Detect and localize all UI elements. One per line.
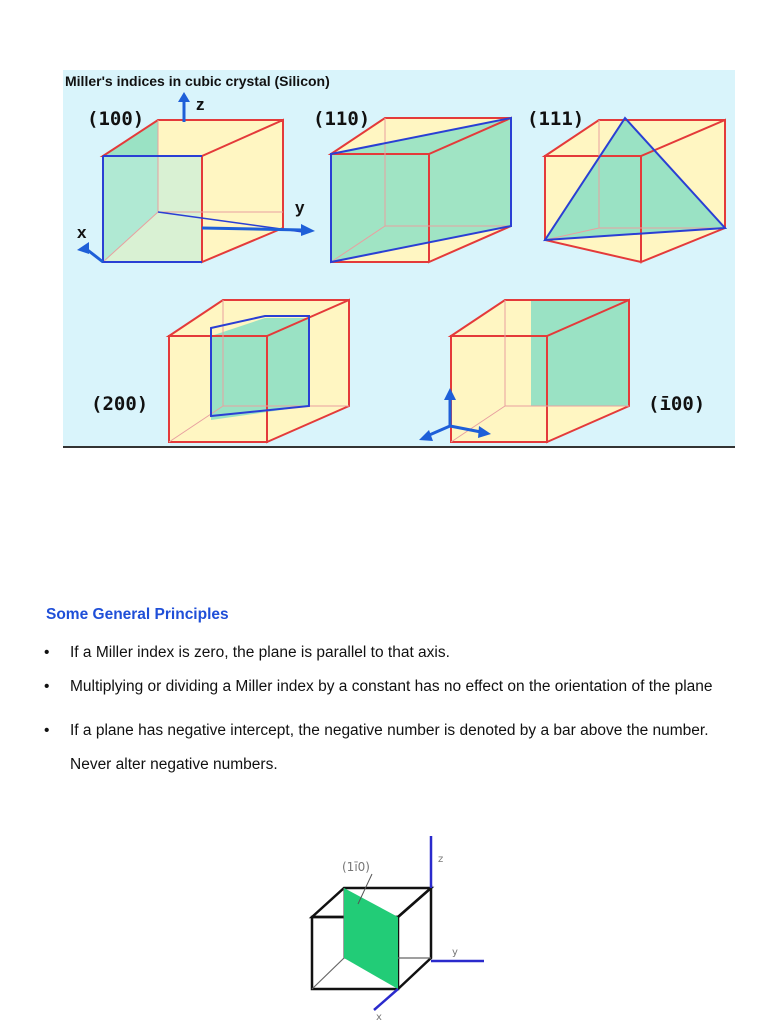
plane-111 [545,118,725,240]
axis-y-label: y [295,198,305,217]
cube-200 [165,298,350,444]
x-axis [373,988,399,1011]
cube-110 [327,116,512,264]
label-100: (100) [87,108,144,130]
arrow-left-icon [419,430,433,441]
principles-list: If a Miller index is zero, the plane is … [44,636,744,782]
label-110: (110) [313,108,370,130]
plane-label: (1ī0) [342,860,370,874]
list-item: If a plane has negative intercept, the n… [44,714,744,782]
list-item: If a Miller index is zero, the plane is … [44,636,744,670]
label-neg100: (ī00) [648,393,705,415]
arrow-right-icon [301,224,315,236]
axis-y-label: y [452,947,458,958]
axis-x-label: x [376,1012,382,1023]
figure-caption: Miller's indices in cubic crystal (Silic… [65,73,330,89]
cube-100 [99,118,304,264]
arrow-left-icon [77,242,89,254]
plane-neg100 [531,300,629,406]
cube-111 [541,116,728,264]
plane-200 [211,318,309,420]
plane-1-10-figure: (1ī0) z y x [308,836,484,1023]
label-111: (111) [527,108,584,130]
miller-indices-figure: Miller's indices in cubic crystal (Silic… [63,70,735,448]
label-200: (200) [91,393,148,415]
axes-neg100 [419,388,491,441]
arrow-up-icon [444,388,456,400]
plane-1-10 [344,888,398,989]
axis-z-label: z [438,854,443,865]
arrow-up-icon [178,92,190,102]
axes-100: z y x [77,92,315,264]
axis-z-label: z [196,95,205,114]
list-item: Multiplying or dividing a Miller index b… [44,670,744,704]
axis-x-label: x [77,223,87,242]
section-heading: Some General Principles [46,606,229,623]
cube-neg100 [447,298,630,444]
arrow-right-icon [478,426,491,438]
